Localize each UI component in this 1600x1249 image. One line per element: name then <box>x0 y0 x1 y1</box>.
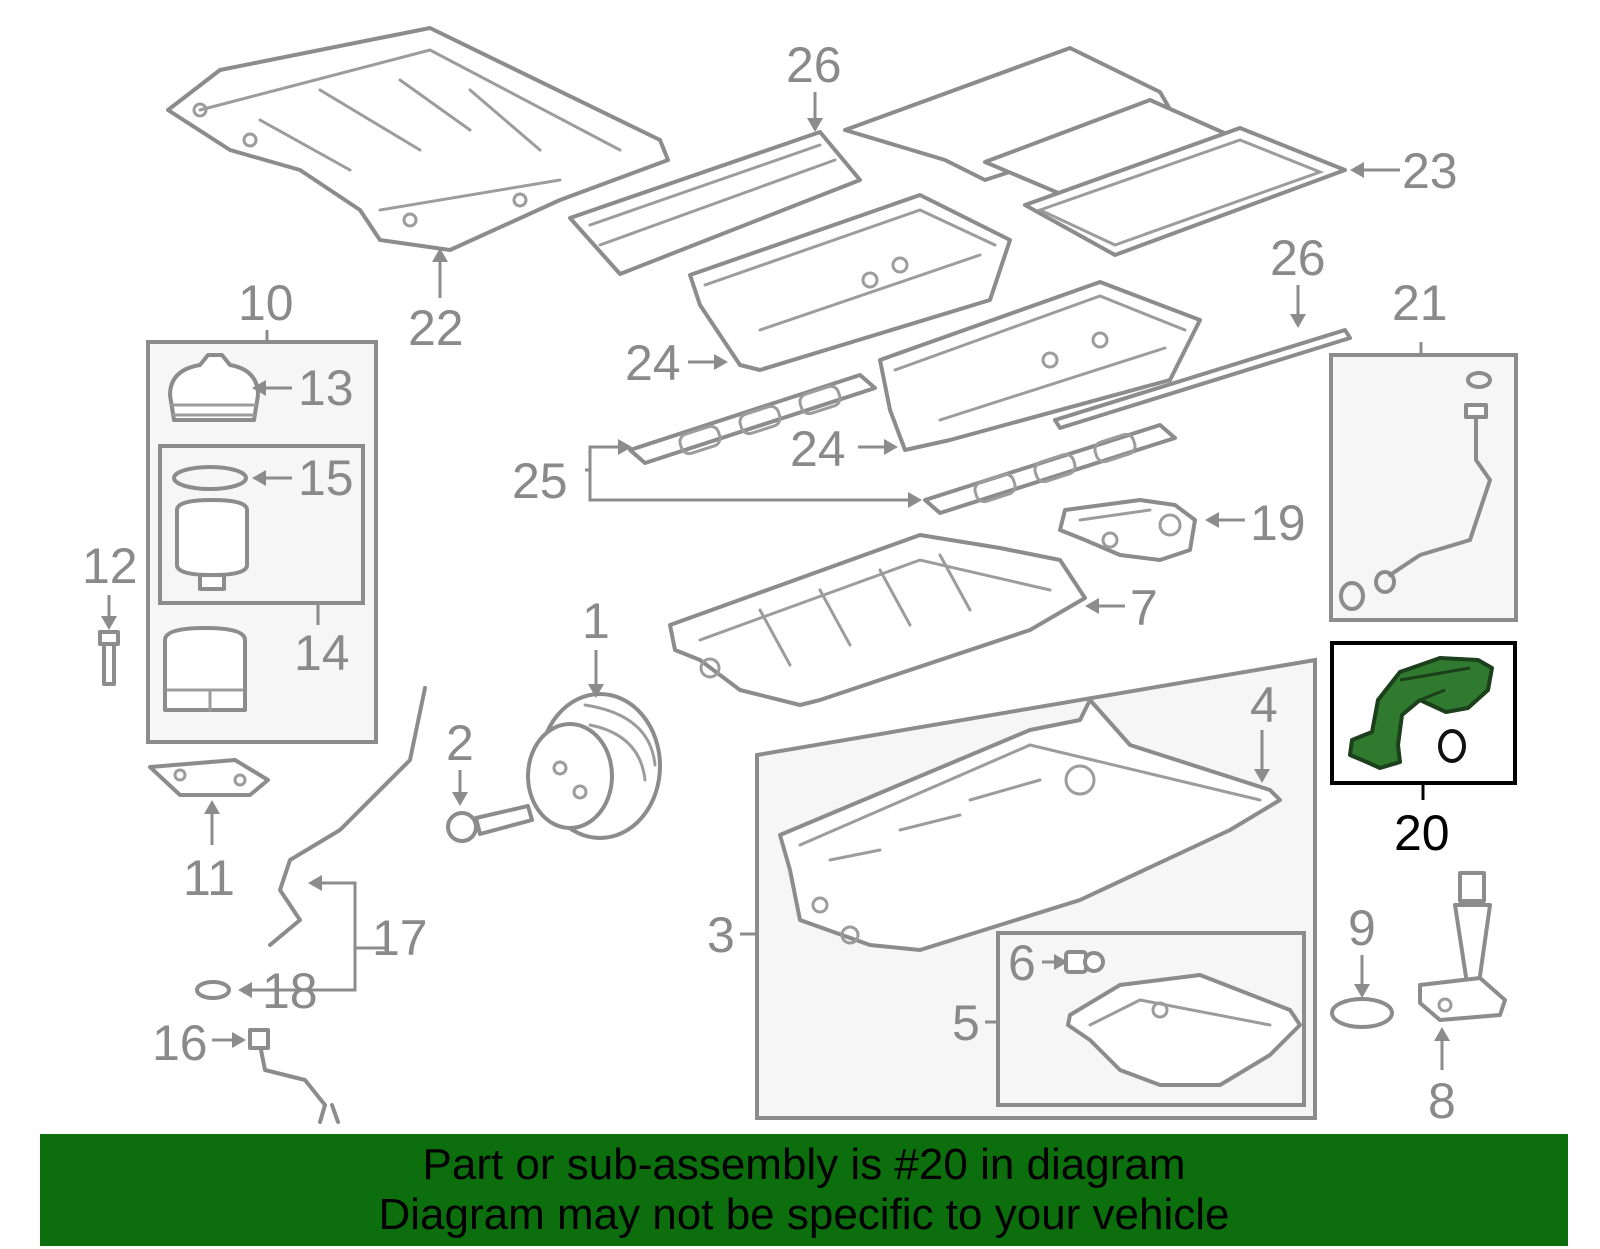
arrow-2 <box>452 792 468 806</box>
arrow-6 <box>1054 954 1068 970</box>
callout-3[interactable]: 3 <box>707 907 735 963</box>
part-11-gasket <box>148 758 270 797</box>
part-8-sensor <box>1418 871 1507 1022</box>
part-9-o-ring <box>1330 997 1394 1029</box>
callout-11[interactable]: 11 <box>183 850 235 906</box>
callout-8[interactable]: 8 <box>1428 1073 1456 1129</box>
callout-13[interactable]: 13 <box>298 360 354 416</box>
part-18-o-ring <box>195 980 231 1000</box>
part-25-intake-gaskets <box>628 373 1177 515</box>
arrow-16 <box>232 1032 246 1048</box>
callout-15[interactable]: 15 <box>298 450 354 506</box>
info-banner: Part or sub-assembly is #20 in diagram D… <box>40 1134 1568 1246</box>
callout-23[interactable]: 23 <box>1402 143 1458 199</box>
arrow-25b <box>908 492 922 508</box>
part-17-dipstick-tube <box>268 686 427 947</box>
banner-line-2: Diagram may not be specific to your vehi… <box>378 1190 1230 1239</box>
callout-16[interactable]: 16 <box>152 1015 208 1071</box>
part-24-valve-cover-b <box>878 280 1202 452</box>
arrow-24a <box>714 354 728 370</box>
part-filter-element <box>175 498 249 591</box>
callout-20[interactable]: 20 <box>1394 805 1450 861</box>
callout-2[interactable]: 2 <box>446 715 474 771</box>
arrow-12 <box>101 616 117 630</box>
part-7-baffle <box>668 533 1087 707</box>
part-12-bolt <box>98 630 120 686</box>
arrow-9 <box>1354 984 1370 998</box>
arrow-13 <box>252 380 266 396</box>
part-filter-housing <box>163 626 247 712</box>
callout-26a[interactable]: 26 <box>786 37 842 93</box>
part-16-fitting <box>248 1028 270 1050</box>
arrow-24b <box>884 439 898 455</box>
callout-22[interactable]: 22 <box>408 300 464 356</box>
part-22-cover <box>166 26 670 252</box>
part-4-oil-pan <box>778 698 1282 952</box>
group-box-21 <box>1329 353 1518 622</box>
part-20-seal <box>1438 729 1466 763</box>
callout-1[interactable]: 1 <box>582 593 610 649</box>
arrow-15 <box>252 470 266 486</box>
banner-line-1: Part or sub-assembly is #20 in diagram <box>422 1140 1186 1189</box>
callout-18[interactable]: 18 <box>262 963 318 1019</box>
arrow-1 <box>588 684 604 698</box>
part-23-gaskets <box>843 46 1347 257</box>
part-16-tube <box>256 1033 340 1124</box>
callout-14[interactable]: 14 <box>294 625 350 681</box>
callout-26b[interactable]: 26 <box>1270 230 1326 286</box>
part-24-valve-cover-a <box>688 193 1012 372</box>
callout-21[interactable]: 21 <box>1392 275 1448 331</box>
arrow-26b <box>1290 314 1306 328</box>
leader-17 <box>250 881 385 992</box>
part-1-balancer <box>526 692 662 840</box>
arrow-25a <box>618 439 632 455</box>
part-19-valve <box>1058 498 1197 562</box>
part-6-drain-plug <box>1064 950 1105 974</box>
part-2-bolt <box>446 804 534 843</box>
part-lower-oil-pan <box>1066 973 1302 1087</box>
arrow-17 <box>308 875 322 891</box>
callout-6[interactable]: 6 <box>1008 935 1036 991</box>
parts-diagram: 22 26 23 24 24 26 <box>82 26 1518 1129</box>
callout-4[interactable]: 4 <box>1250 677 1278 733</box>
arrow-18 <box>238 982 252 998</box>
part-13-filter-cap <box>168 353 260 422</box>
arrow-7 <box>1085 598 1099 614</box>
arrow-11 <box>204 800 220 814</box>
part-20-oil-tube[interactable] <box>1348 656 1494 770</box>
part-26-gasket-thin <box>1053 328 1352 430</box>
arrow-19 <box>1205 512 1219 528</box>
leader-25 <box>585 445 915 502</box>
callout-25[interactable]: 25 <box>512 453 568 509</box>
callout-12[interactable]: 12 <box>82 538 138 594</box>
callout-24a[interactable]: 24 <box>625 335 681 391</box>
arrow-26a <box>807 118 823 132</box>
callout-10[interactable]: 10 <box>238 275 294 331</box>
part-26-gasket-top <box>568 130 862 276</box>
arrow-8 <box>1434 1027 1450 1041</box>
arrow-4 <box>1254 769 1270 783</box>
arrow-22 <box>432 248 448 262</box>
part-15-o-ring <box>172 465 248 491</box>
callout-24b[interactable]: 24 <box>790 421 846 477</box>
callout-17[interactable]: 17 <box>372 910 428 966</box>
arrow-23 <box>1350 162 1364 178</box>
callout-9[interactable]: 9 <box>1348 900 1376 956</box>
callout-7[interactable]: 7 <box>1130 580 1158 636</box>
part-21-tube <box>1339 371 1492 611</box>
callout-19[interactable]: 19 <box>1250 495 1306 551</box>
callout-5[interactable]: 5 <box>952 995 980 1051</box>
